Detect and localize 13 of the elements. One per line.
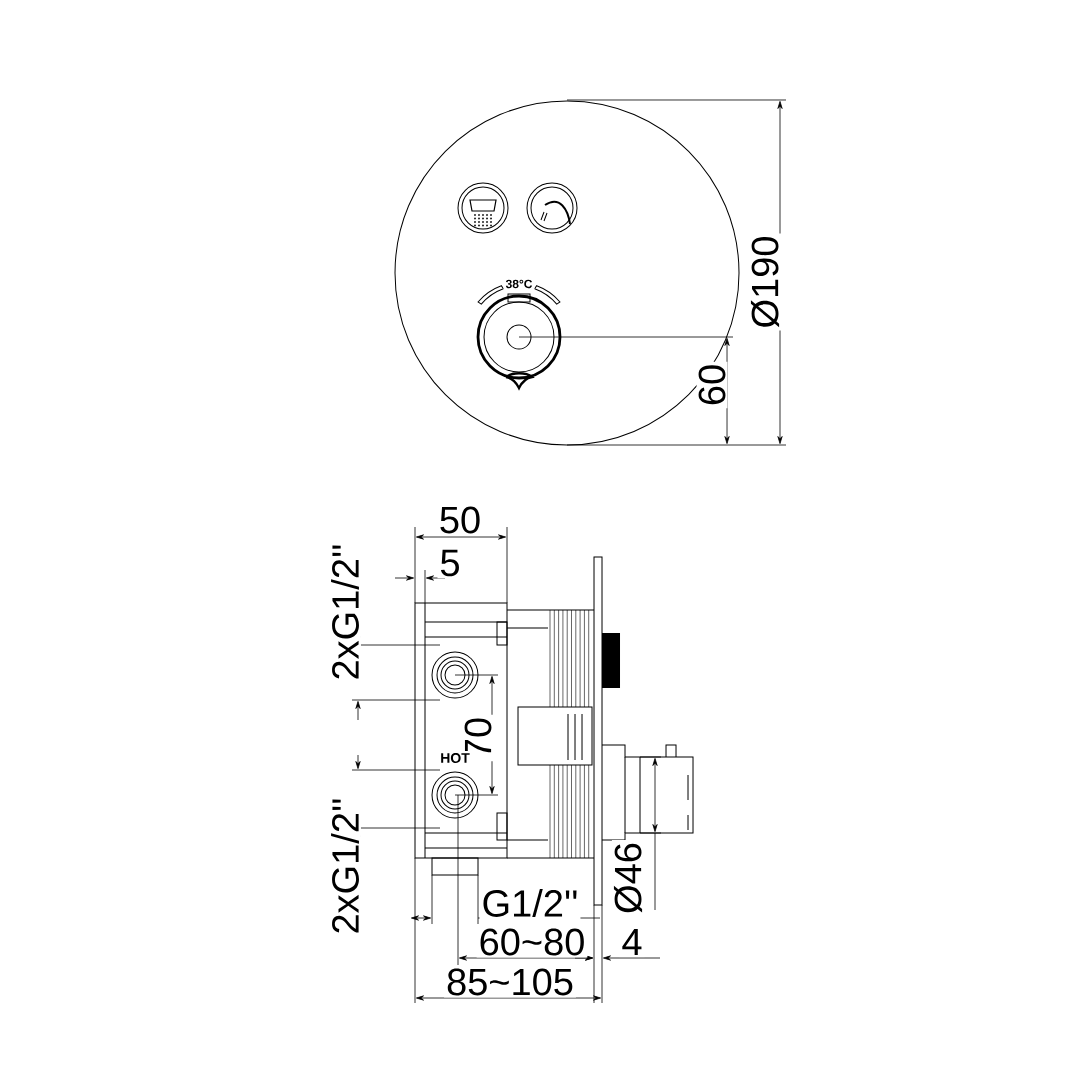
- dimension-label: 85~105: [444, 966, 576, 998]
- dimension-label: 60~80: [476, 926, 588, 958]
- dimension-label: Ø190: [748, 233, 782, 331]
- dimension-label: G1/2'': [479, 887, 581, 919]
- dimension-label: 2xG1/2'': [329, 541, 361, 683]
- dimension-label: 60: [696, 361, 728, 409]
- dimension-label: 2xG1/2'': [329, 795, 361, 937]
- dimension-label: 50: [436, 504, 484, 536]
- dimension-label: Ø46: [611, 840, 645, 916]
- dimension-label: 5: [437, 547, 463, 579]
- dimension-label: 4: [619, 926, 645, 958]
- inlet-marking: HOT: [438, 751, 472, 765]
- temperature-marking: 38°C: [503, 277, 535, 291]
